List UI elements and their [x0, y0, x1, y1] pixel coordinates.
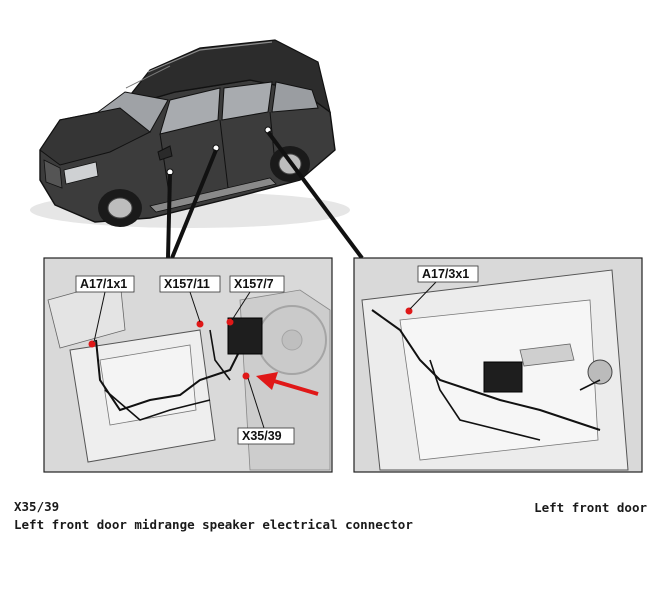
tag-x157-11-label: X157/11 [164, 277, 210, 291]
highlight-arrow [256, 372, 319, 396]
detail-panel-right: A17/3x1 [353, 257, 643, 473]
tag-a17-1x1-label: A17/1x1 [80, 277, 127, 291]
tag-x157-11: X157/11 [159, 275, 221, 293]
tag-x157-7: X157/7 [229, 275, 285, 293]
tag-a17-3x1-label: A17/3x1 [422, 267, 469, 281]
tag-a17-3x1: A17/3x1 [417, 265, 479, 283]
wiring-location-diagram: A17/1x1 X157/11 X157/7 X35/39 [30, 39, 643, 473]
connector-location: Left front door [534, 500, 647, 515]
tag-x157-7-label: X157/7 [234, 277, 274, 291]
tag-a17-1x1: A17/1x1 [75, 275, 135, 293]
tag-x35-39: X35/39 [237, 427, 295, 445]
detail-panel-left: A17/1x1 X157/11 X157/7 X35/39 [43, 257, 333, 473]
leader-lines [166, 130, 364, 260]
tag-x35-39-label: X35/39 [242, 429, 282, 443]
connector-code: X35/39 [14, 499, 60, 514]
vehicle-illustration [30, 39, 350, 228]
connector-description: Left front door midrange speaker electri… [14, 517, 413, 532]
